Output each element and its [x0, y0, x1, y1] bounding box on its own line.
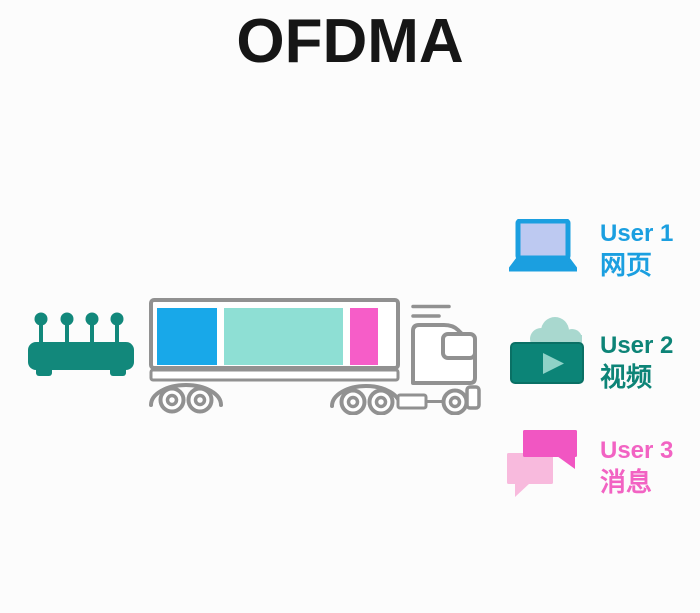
cargo-user2-video	[224, 308, 343, 365]
wheels	[158, 386, 469, 415]
user2-service: 视频	[600, 362, 653, 392]
user3-label: User 3	[600, 437, 674, 464]
cargo-user1-web	[157, 308, 217, 365]
diagram-title: OFDMA	[236, 7, 464, 76]
router-icon	[28, 312, 134, 376]
front-bumper	[465, 385, 481, 410]
user1-labels: User 1 网页	[600, 220, 700, 280]
light-chat-bubble	[507, 453, 553, 497]
fuel-tank	[396, 393, 428, 410]
play-icon	[543, 353, 564, 374]
dark-chat-bubble	[523, 430, 577, 469]
chat-bubbles-icon	[507, 430, 577, 497]
cab-window	[441, 332, 477, 360]
truck-illustration	[149, 298, 481, 415]
cargo-user3-message	[350, 308, 378, 365]
user3-labels: User 3 消息	[600, 437, 700, 497]
user2-labels: User 2 视频	[600, 332, 700, 392]
user3-service: 消息	[600, 467, 653, 497]
user1-label: User 1	[600, 220, 674, 247]
front-fender	[149, 383, 223, 407]
video-player-icon	[510, 317, 584, 384]
user2-label: User 2	[600, 332, 674, 359]
laptop-icon	[509, 219, 577, 272]
router-shape	[28, 312, 134, 376]
trailer-floor	[149, 368, 400, 382]
user1-service: 网页	[600, 250, 653, 280]
